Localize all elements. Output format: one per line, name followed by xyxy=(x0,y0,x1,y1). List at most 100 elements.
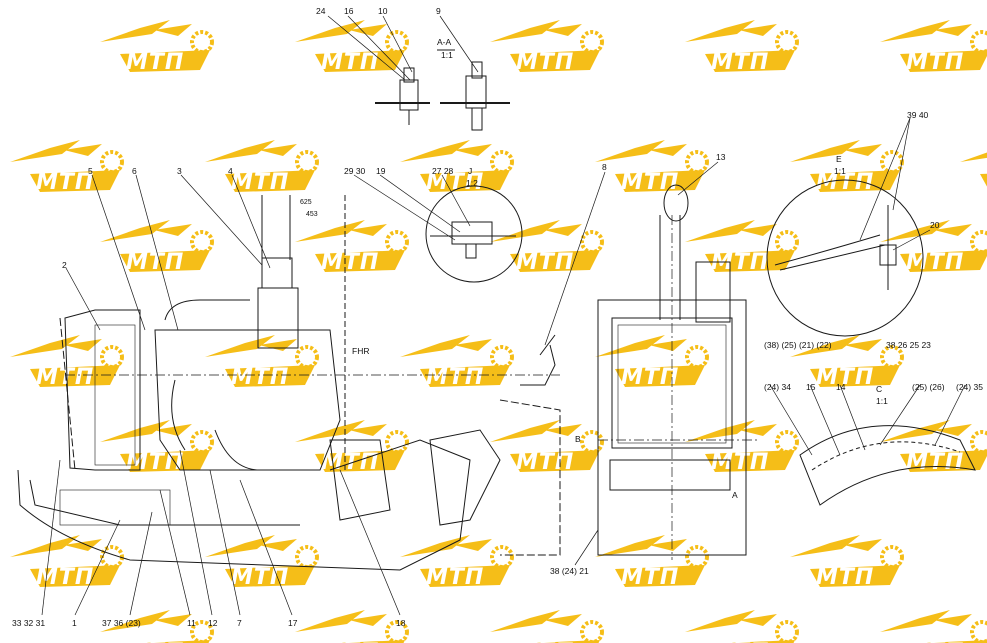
section-j-title: J xyxy=(468,166,472,176)
mtp-watermark-logo: МТП xyxy=(100,220,214,275)
mtp-watermark-logo: МТП xyxy=(295,610,409,643)
watermark-text: МТП xyxy=(321,450,379,475)
callout-10: 10 xyxy=(378,6,388,16)
mtp-watermark-logo: МТП xyxy=(685,20,799,75)
mtp-watermark-logo: МТП xyxy=(490,220,604,275)
callout-2: 2 xyxy=(62,260,67,270)
watermark-text: МТП xyxy=(906,50,964,75)
mtp-watermark-logo: МТП xyxy=(880,220,987,275)
mtp-watermark-logo: МТП xyxy=(205,335,319,390)
callout-6: 6 xyxy=(132,166,137,176)
section-c xyxy=(799,425,976,506)
mtp-watermark-logo: МТП xyxy=(100,20,214,75)
mtp-watermark-logo: МТП xyxy=(400,140,514,195)
watermark-text: МТП xyxy=(816,565,874,590)
callout-24: 24 xyxy=(316,6,326,16)
mtp-watermark-logo: МТП xyxy=(880,610,987,643)
watermark-text: МТП xyxy=(126,50,184,75)
callout-25-26: (25) (26) xyxy=(912,382,945,392)
mtp-watermark-logo: МТП xyxy=(685,610,799,643)
detail-e xyxy=(766,179,924,337)
callout-11: 11 xyxy=(187,618,196,628)
watermark-text: МТП xyxy=(426,365,484,390)
watermark-text: МТП xyxy=(711,640,769,643)
watermark-text: МТП xyxy=(621,170,679,195)
callout-14: 14 xyxy=(836,382,846,392)
watermark-text: МТП xyxy=(621,565,679,590)
watermark-text: МТП xyxy=(516,50,574,75)
callout-b: B xyxy=(575,434,581,444)
mtp-watermark-logo: МТП xyxy=(790,140,904,195)
watermark-text: МТП xyxy=(621,365,679,390)
mtp-watermark-logo: МТП xyxy=(790,335,904,390)
watermark-text: МТП xyxy=(426,565,484,590)
mtp-watermark-logo: МТП xyxy=(205,140,319,195)
mtp-watermark-logo: МТП xyxy=(685,220,799,275)
mtp-watermark-logo: МТП xyxy=(295,220,409,275)
mtp-watermark-logo: МТП xyxy=(100,420,214,475)
section-c-scale: 1:1 xyxy=(876,396,888,406)
detail-aa xyxy=(375,49,510,131)
callout-27-28: 27 28 xyxy=(432,166,454,176)
callout-1: 1 xyxy=(72,618,77,628)
watermark-text: МТП xyxy=(906,250,964,275)
mtp-watermark-logo: МТП xyxy=(595,140,709,195)
callout-17: 17 xyxy=(288,618,298,628)
engine-assembly-drawing xyxy=(17,15,976,616)
watermark-text: МТП xyxy=(516,250,574,275)
watermark-text: МТП xyxy=(711,50,769,75)
watermark-text: МТП xyxy=(231,170,289,195)
mtp-watermark-logo: МТП xyxy=(490,420,604,475)
callout-5: 5 xyxy=(88,166,93,176)
callout-24-35: (24) 35 xyxy=(956,382,983,392)
labels: 24 16 10 9 A-A 1:1 5 6 3 4 625 453 29 30… xyxy=(12,6,983,628)
watermark-text: МТП xyxy=(426,170,484,195)
callout-38-26-25-23: 38 26 25 23 xyxy=(886,340,931,350)
callout-8: 8 xyxy=(602,162,607,172)
callout-33-32-31: 33 32 31 xyxy=(12,618,45,628)
callout-24-34: (24) 34 xyxy=(764,382,791,392)
fhr-label: FHR xyxy=(352,346,369,356)
watermark-text: МТП xyxy=(231,565,289,590)
callout-19: 19 xyxy=(376,166,386,176)
dimension-625: 625 xyxy=(300,199,312,206)
mtp-watermark-logo: МТП xyxy=(295,20,409,75)
mtp-watermark-logo: МТП xyxy=(10,535,124,590)
mtp-watermark-logo: МТП xyxy=(295,420,409,475)
dimension-453: 453 xyxy=(306,211,318,218)
watermark-text: МТП xyxy=(126,250,184,275)
watermark-text: МТП xyxy=(711,450,769,475)
section-j-scale: 1:2 xyxy=(466,178,478,188)
front-view xyxy=(597,184,760,560)
detail-j xyxy=(425,185,523,283)
watermark-text: МТП xyxy=(906,450,964,475)
callout-16: 16 xyxy=(344,6,354,16)
watermark-text: МТП xyxy=(36,170,94,195)
mtp-watermark-logo: МТП xyxy=(400,535,514,590)
watermark-text: МТП xyxy=(321,250,379,275)
section-e-title: E xyxy=(836,154,842,164)
callout-39-40: 39 40 xyxy=(907,110,929,120)
watermark-text: МТП xyxy=(321,640,379,643)
mtp-watermark-logo: МТП xyxy=(595,535,709,590)
section-c-title: C xyxy=(876,384,882,394)
callout-15: 15 xyxy=(806,382,816,392)
callout-18: 18 xyxy=(396,618,406,628)
callout-38-24-21: 38 (24) 21 xyxy=(550,566,589,576)
callout-20: 20 xyxy=(930,220,940,230)
mtp-watermark-logo: МТП xyxy=(880,420,987,475)
mtp-watermark-logo: МТП xyxy=(880,20,987,75)
mtp-watermark-logo: МТП xyxy=(490,20,604,75)
callout-9: 9 xyxy=(436,6,441,16)
callout-38-25-21-22: (38) (25) (21) (22) xyxy=(764,340,832,350)
watermark-text: МТП xyxy=(321,50,379,75)
section-aa-title: A-A xyxy=(437,37,452,47)
watermark-text: МТП xyxy=(126,450,184,475)
mtp-watermark-logo: МТП xyxy=(400,335,514,390)
watermark-text: МТП xyxy=(516,640,574,643)
section-aa-scale: 1:1 xyxy=(441,50,453,60)
mtp-watermark-logo: МТП xyxy=(205,535,319,590)
mtp-watermark-logo: МТП xyxy=(685,420,799,475)
